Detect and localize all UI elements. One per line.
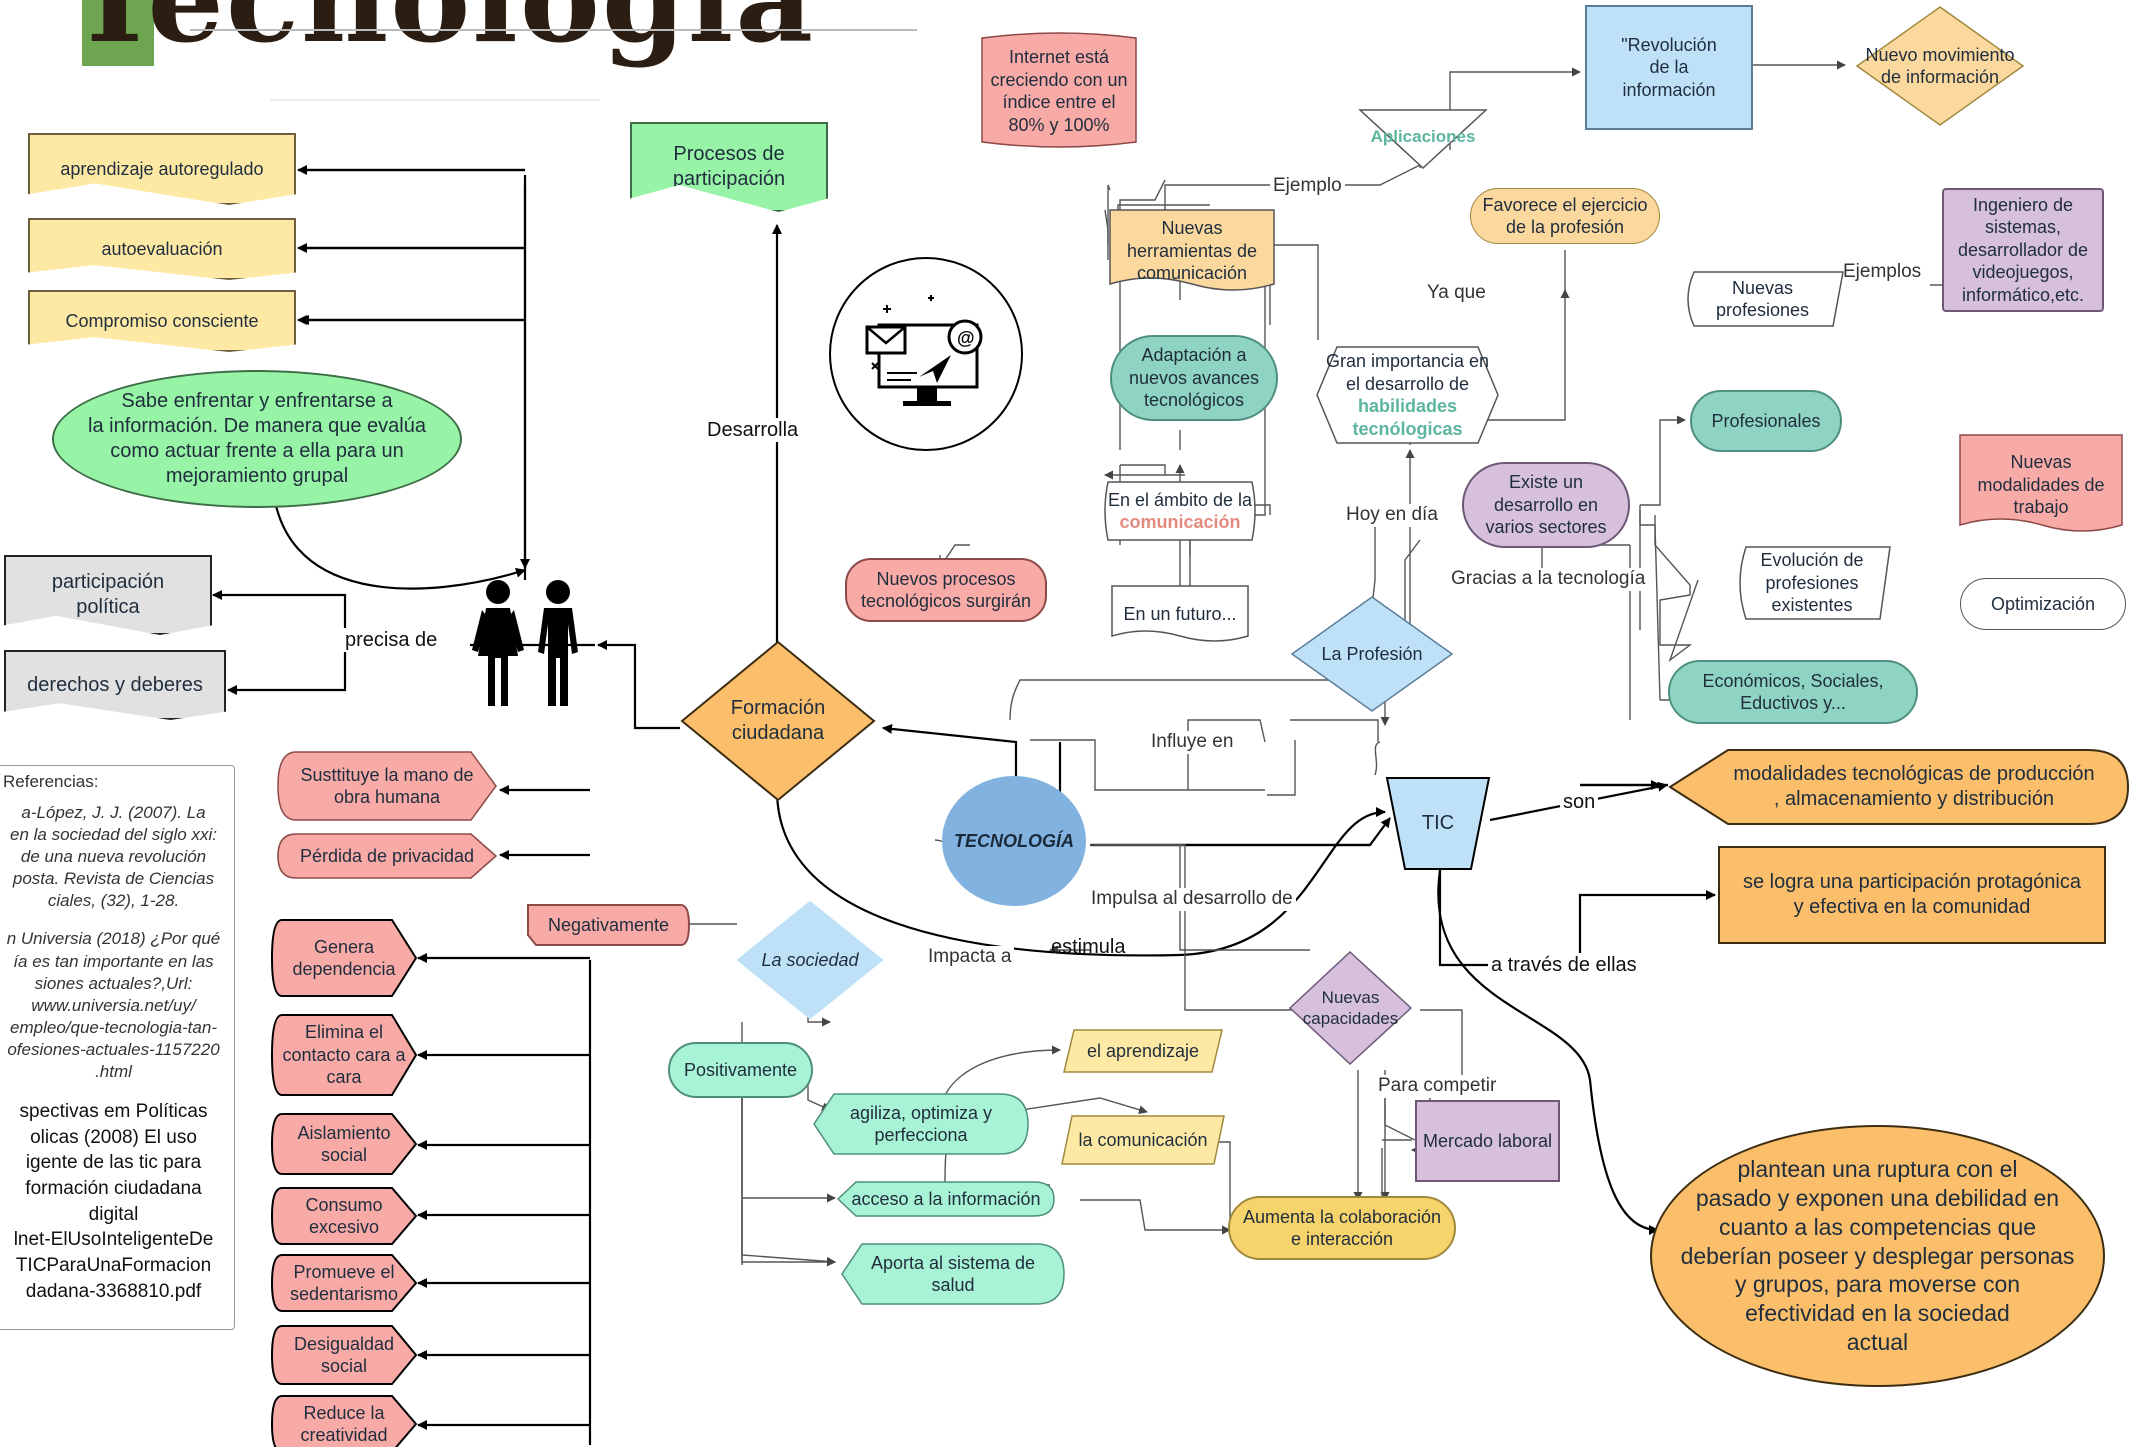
node-aplicaciones: Aplicaciones <box>1358 108 1488 170</box>
node-neg-desigualdad: Desigualdad social <box>270 1324 418 1386</box>
node-la-profesion: La Profesión <box>1290 595 1454 713</box>
label-precisa-de: precisa de <box>342 628 441 652</box>
node-neg-sedentarismo: Promueve el sedentarismo <box>270 1253 418 1313</box>
label-ejemplo: Ejemplo <box>1270 175 1345 198</box>
node-optimizacion: Optimización <box>1960 578 2126 630</box>
label-impulsa: Impulsa al desarrollo de <box>1088 888 1296 911</box>
node-pos-el-aprendizaje: el aprendizaje <box>1062 1028 1224 1074</box>
label-gracias-a-la-tecnologia: Gracias a la tecnología <box>1448 568 1649 591</box>
computer-communication-icon: @ <box>827 255 1025 453</box>
label-hoy-en-dia: Hoy en día <box>1343 504 1441 527</box>
node-formacion-ciudadana: Formación ciudadana <box>680 640 876 802</box>
node-favorece-ejercicio: Favorece el ejercicio de la profesión <box>1470 188 1660 244</box>
node-neg-creatividad: Reduce la creatividad <box>270 1394 418 1447</box>
node-economicos-sociales: Económicos, Sociales, Eductivos y... <box>1668 660 1918 724</box>
title-rule <box>190 29 917 31</box>
node-aprendizaje-autoregulado: aprendizaje autoregulado <box>28 133 296 205</box>
node-modalidades-tecnologicas: modalidades tecnológicas de producción ,… <box>1668 748 2130 826</box>
node-profesionales: Profesionales <box>1690 390 1842 452</box>
label-ejemplos: Ejemplos <box>1840 261 1925 284</box>
node-tecnologia-center: TECNOLOGÍA <box>942 776 1086 906</box>
people-icon <box>468 578 588 710</box>
node-nuevas-capacidades: Nuevas capacidades <box>1288 950 1413 1066</box>
node-neg-contacto: Elimina el contacto cara a cara <box>270 1013 418 1097</box>
label-ya-que: Ya que <box>1424 282 1489 305</box>
node-neg-sustituye: Susttituye la mano de obra humana <box>276 750 498 822</box>
node-pos-acceso: acceso a la información <box>836 1180 1056 1218</box>
reference-1: a-López, J. J. (2007). La en la sociedad… <box>10 803 217 911</box>
node-neg-aislamiento: Aislamiento social <box>270 1112 418 1176</box>
title-accent-bar <box>82 0 154 66</box>
node-la-sociedad: La sociedad <box>736 900 884 1020</box>
node-en-un-futuro: En un futuro... <box>1110 584 1250 644</box>
node-pos-aporta: Aporta al sistema de salud <box>840 1242 1066 1306</box>
node-participacion-politica: participación política <box>4 555 212 635</box>
node-tic: TIC <box>1385 776 1491 871</box>
node-existe-desarrollo: Existe un desarrollo en varios sectores <box>1462 462 1630 548</box>
node-positivamente: Positivamente <box>668 1042 813 1098</box>
label-impacta-a: Impacta a <box>925 946 1015 969</box>
node-plantean-ruptura: plantean una ruptura con el pasado y exp… <box>1650 1125 2105 1387</box>
label-para-competir: Para competir <box>1375 1075 1500 1098</box>
label-influye-en: Influye en <box>1148 731 1237 754</box>
node-negativamente: Negativamente <box>526 895 691 955</box>
node-neg-consumo: Consumo excesivo <box>270 1186 418 1246</box>
references-panel: Referencias: a-López, J. J. (2007). La e… <box>0 765 235 1330</box>
node-internet-creciendo: Internet está creciendo con un índice en… <box>980 28 1138 154</box>
label-son: son <box>1560 790 1599 814</box>
node-nuevas-herramientas: Nuevas herramientas de comunicación <box>1108 208 1276 294</box>
reference-2: n Universia (2018) ¿Por qué ía es tan im… <box>6 929 221 1082</box>
node-revolucion-informacion: "Revolución de la información <box>1585 5 1753 130</box>
node-adaptacion: Adaptación a nuevos avances tecnológicos <box>1110 335 1278 421</box>
title-underline <box>270 99 600 101</box>
label-desarrolla: Desarrolla <box>704 418 802 442</box>
node-pos-la-comunicacion: la comunicación <box>1060 1114 1226 1166</box>
node-pos-agiliza: agiliza, optimiza y perfecciona <box>812 1092 1030 1156</box>
svg-text:@: @ <box>957 328 975 348</box>
label-a-traves-de-ellas: a través de ellas <box>1488 953 1640 977</box>
references-heading: Referencias: <box>3 772 99 791</box>
node-pos-aumenta-colaboracion: Aumenta la colaboración e interacción <box>1228 1196 1456 1260</box>
node-nuevos-procesos: Nuevos procesos tecnológicos surgirán <box>845 558 1047 622</box>
node-evolucion-profesiones: Evolución de profesiones existentes <box>1732 545 1892 621</box>
reference-3: spectivas em Políticas olicas (2008) El … <box>13 1101 214 1302</box>
label-estimula: estimula <box>1051 936 1126 958</box>
node-neg-privacidad: Pérdida de privacidad <box>276 832 498 880</box>
node-mercado-laboral: Mercado laboral <box>1415 1100 1560 1182</box>
node-nuevo-movimiento: Nuevo movimiento de información <box>1855 5 2025 127</box>
node-neg-dependencia: Genera dependencia <box>270 918 418 998</box>
node-nuevas-modalidades: Nuevas modalidades de trabajo <box>1958 433 2124 537</box>
node-sabe-enfrentar: Sabe enfrentar y enfrentarse a la inform… <box>52 370 462 508</box>
node-nuevas-profesiones: Nuevas profesiones <box>1680 270 1845 328</box>
node-ingeniero-sistemas: Ingeniero de sistemas, desarrollador de … <box>1942 188 2104 312</box>
node-participacion-protagonica: se logra una participación protagónica y… <box>1718 846 2106 944</box>
